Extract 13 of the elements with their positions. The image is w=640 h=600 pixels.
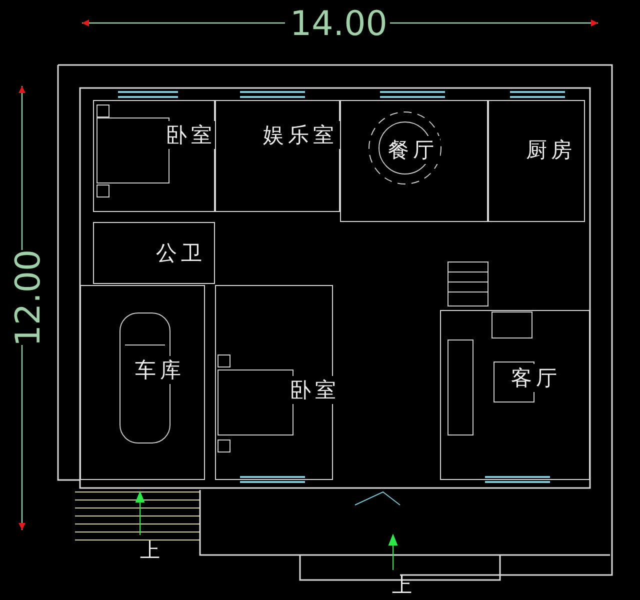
dimension-text: 12.00 [8, 249, 49, 347]
room-outline [440, 310, 590, 480]
stair-label: 上 [392, 572, 412, 599]
room-outline [488, 100, 585, 222]
dimension-text: 14.00 [290, 4, 388, 44]
room-label: 餐厅 [386, 136, 440, 164]
room-outline [340, 100, 488, 222]
room-outline [215, 100, 340, 212]
stair-label: 上 [140, 537, 160, 564]
room-label: 娱乐室 [261, 121, 340, 149]
room-outline [93, 100, 215, 212]
room-outline [93, 222, 215, 284]
room-outline [80, 285, 205, 480]
